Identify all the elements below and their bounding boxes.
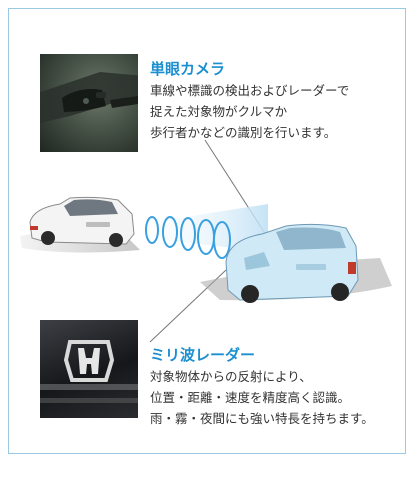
camera-description-line: 歩行者かなどの識別を行います。 [150,125,337,140]
radar-title: ミリ波レーダー [150,346,256,364]
radar-photo [40,320,138,418]
radar-description-line: 雨・霧・夜間にも強い特長を持ちます。 [150,411,374,426]
radar-description: 対象物体からの反射により、 位置・距離・速度を精度高く認識。 雨・霧・夜間にも強… [150,366,374,429]
camera-description-line: 捉えた対象物がクルマか [150,104,288,119]
radar-description-line: 対象物体からの反射により、 [150,369,312,384]
camera-description: 車線や標識の検出およびレーダーで 捉えた対象物がクルマか 歩行者かなどの識別を行… [150,80,349,143]
camera-photo [40,54,138,152]
camera-title: 単眼カメラ [150,60,226,78]
radar-description-line: 位置・距離・速度を精度高く認識。 [150,390,351,405]
honda-emblem-icon [40,340,138,403]
camera-unit-icon [40,72,138,123]
camera-description-line: 車線や標識の検出およびレーダーで [150,83,350,98]
